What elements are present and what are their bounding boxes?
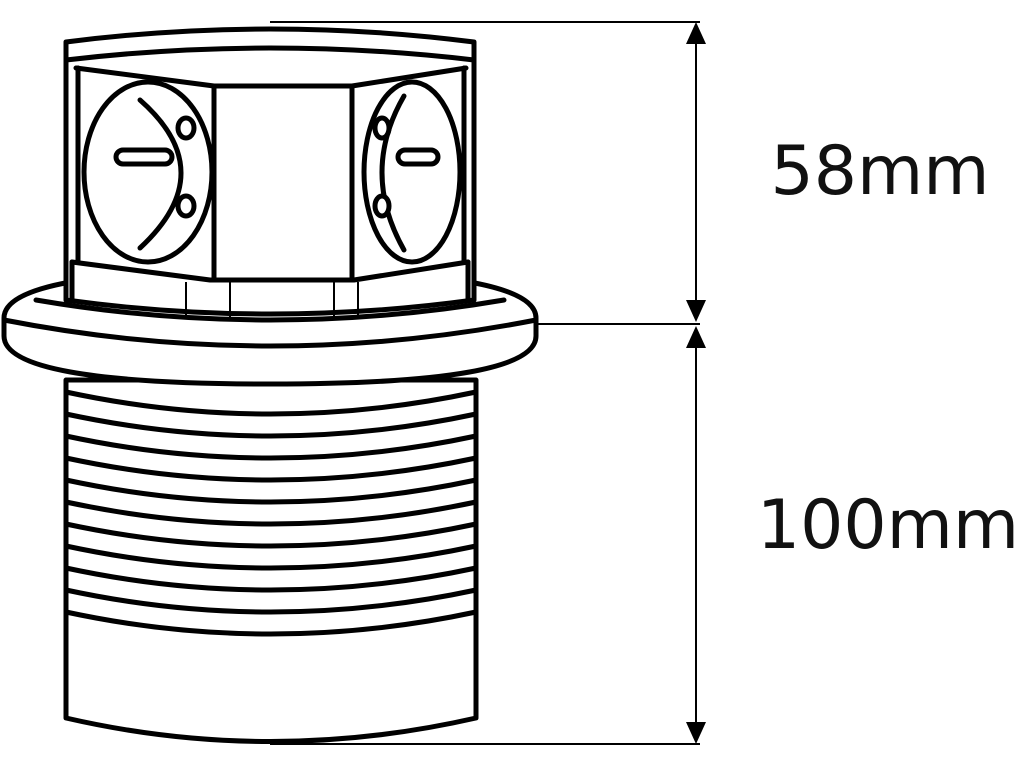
thread-ridges bbox=[63, 389, 479, 637]
bottom-dimension-arrow-up bbox=[686, 326, 706, 348]
right-socket-outlet bbox=[361, 79, 463, 265]
top-dimension-arrow-down bbox=[686, 300, 706, 322]
socket-tower bbox=[63, 26, 477, 320]
left-socket-outlet bbox=[81, 79, 215, 265]
bottom-height-label: 100mm bbox=[757, 486, 1019, 565]
top-height-label: 58mm bbox=[770, 132, 989, 211]
threaded-body bbox=[63, 377, 479, 744]
bottom-dimension-arrow-down bbox=[686, 722, 706, 744]
top-dimension-arrow-up bbox=[686, 22, 706, 44]
dimension-guides bbox=[270, 21, 706, 745]
